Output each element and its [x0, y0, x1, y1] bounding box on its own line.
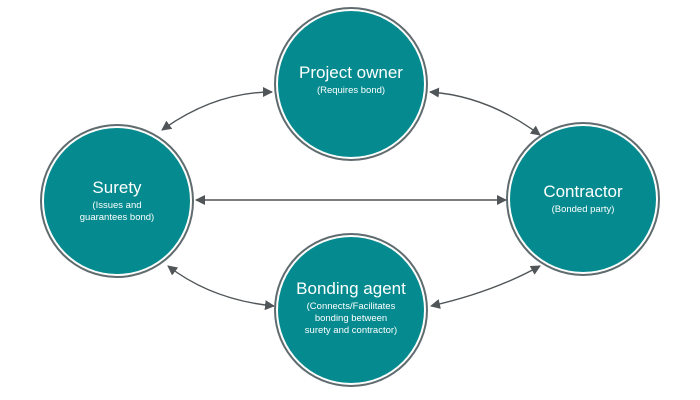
project-owner-node: Project owner (Requires bond)	[278, 11, 424, 157]
arrow-bonding-agent-contractor	[430, 265, 541, 309]
surety-node: Surety (Issues and guarantees bond)	[44, 128, 190, 274]
bonding-agent-node: Bonding agent (Connects/Facilitates bond…	[278, 237, 424, 383]
arrow-surety-bonding-agent	[167, 265, 275, 311]
bonding-agent-subtitle: (Connects/Facilitates bonding between su…	[304, 301, 398, 336]
surety-subtitle: (Issues and guarantees bond)	[79, 200, 155, 223]
project-owner-title: Project owner	[299, 63, 403, 82]
contractor-title: Contractor	[543, 182, 623, 201]
bonding-agent-title: Bonding agent	[296, 279, 406, 298]
contractor-node: Contractor (Bonded party)	[510, 126, 656, 272]
project-owner-subtitle: (Requires bond)	[316, 85, 386, 96]
surety-title: Surety	[92, 178, 142, 197]
arrow-surety-project-owner	[161, 87, 273, 131]
contractor-subtitle: (Bonded party)	[551, 204, 615, 215]
arrow-project-owner-contractor	[429, 87, 541, 136]
